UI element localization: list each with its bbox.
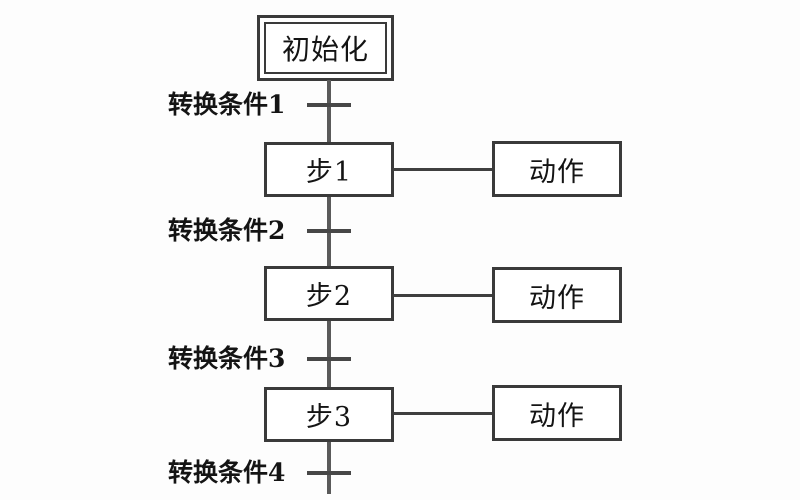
- transition-bar-4: [307, 471, 351, 475]
- init-step-box: 初始化: [257, 15, 394, 81]
- transition-bar-3: [307, 357, 351, 361]
- transition-3-label: 转换条件3: [168, 344, 286, 373]
- action-2-label: 动作: [529, 282, 585, 314]
- transition-bar-2: [307, 229, 351, 233]
- step-1-box: 步1: [264, 142, 394, 197]
- step-1-action-connector: [393, 168, 492, 171]
- step-2-box: 步2: [264, 266, 394, 321]
- transition-bar-1: [307, 103, 351, 107]
- action-2-box: 动作: [492, 267, 622, 323]
- action-3-label: 动作: [529, 400, 585, 432]
- flow-line-segment-1: [327, 80, 331, 143]
- flow-line-segment-3: [327, 320, 331, 388]
- step-3-action-connector: [393, 412, 492, 415]
- init-step-label: 初始化: [281, 33, 369, 66]
- step-3-box: 步3: [264, 387, 394, 442]
- transition-4-label: 转换条件4: [168, 458, 286, 487]
- action-1-box: 动作: [492, 141, 622, 197]
- action-1-label: 动作: [529, 156, 585, 188]
- step-2-action-connector: [393, 294, 492, 297]
- action-3-box: 动作: [492, 385, 622, 441]
- step-3-label: 步3: [305, 402, 353, 433]
- init-step-inner-box: 初始化: [264, 22, 387, 74]
- step-2-label: 步2: [305, 281, 353, 312]
- flow-line-segment-4: [327, 441, 331, 494]
- step-1-label: 步1: [305, 157, 353, 188]
- transition-2-label: 转换条件2: [168, 216, 286, 245]
- transition-1-label: 转换条件1: [168, 90, 286, 119]
